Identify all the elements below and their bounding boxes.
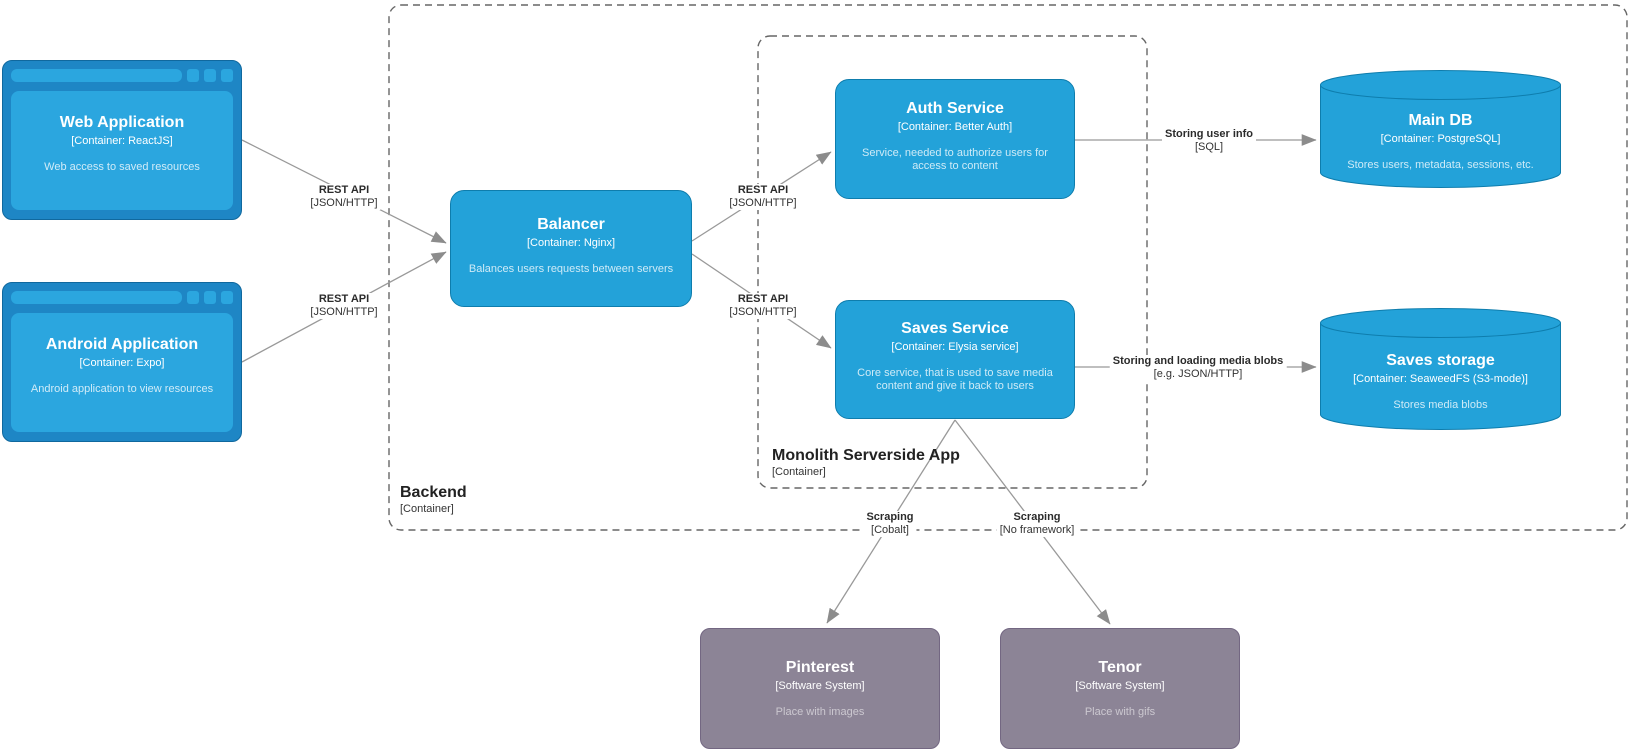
node-title: Android Application bbox=[45, 335, 199, 353]
node-saves-service: Saves Service [Container: Elysia service… bbox=[835, 300, 1075, 419]
edge-label-saves-to-tenor: Scraping [No framework] bbox=[996, 511, 1078, 537]
node-title: Web Application bbox=[59, 113, 185, 131]
node-description: Android application to view resources bbox=[30, 382, 214, 395]
backend-boundary bbox=[388, 4, 1628, 531]
browser-button bbox=[221, 290, 233, 304]
browser-chrome bbox=[11, 290, 233, 304]
node-description: Core service, that is used to save media… bbox=[857, 367, 1053, 392]
node-subtitle: [Software System] bbox=[775, 679, 865, 692]
edge-label-android-to-balancer: REST API [JSON/HTTP] bbox=[307, 293, 381, 319]
node-pinterest: Pinterest [Software System] Place with i… bbox=[700, 628, 940, 749]
edge-label-balancer-to-saves: REST API [JSON/HTTP] bbox=[726, 293, 800, 319]
node-description: Stores media blobs bbox=[1393, 399, 1488, 411]
node-description: Service, needed to authorize users for a… bbox=[862, 146, 1048, 172]
node-title: Main DB bbox=[1408, 112, 1473, 129]
browser-button bbox=[204, 68, 216, 82]
node-description: Web access to saved resources bbox=[44, 160, 200, 173]
node-subtitle: [Container: PostgreSQL] bbox=[1380, 133, 1501, 145]
browser-address-bar bbox=[11, 68, 182, 82]
browser-button bbox=[204, 290, 216, 304]
browser-address-bar bbox=[11, 290, 182, 304]
node-title: Balancer bbox=[537, 215, 605, 233]
node-title: Saves storage bbox=[1386, 352, 1495, 369]
node-subtitle: [Container: Nginx] bbox=[526, 236, 616, 249]
node-subtitle: [Container: Better Auth] bbox=[897, 120, 1013, 133]
edge-label-balancer-to-auth: REST API [JSON/HTTP] bbox=[726, 184, 800, 210]
cylinder-shape bbox=[1320, 70, 1561, 188]
node-title: Auth Service bbox=[906, 99, 1004, 117]
node-tenor: Tenor [Software System] Place with gifs bbox=[1000, 628, 1240, 749]
browser-button bbox=[221, 68, 233, 82]
node-description: Stores users, metadata, sessions, etc. bbox=[1347, 159, 1534, 171]
edge-label-web-to-balancer: REST API [JSON/HTTP] bbox=[307, 184, 381, 210]
backend-boundary-label: Backend [Container] bbox=[400, 484, 467, 515]
node-title: Pinterest bbox=[785, 658, 855, 676]
node-balancer: Balancer [Container: Nginx] Balances use… bbox=[450, 190, 692, 307]
node-title: Tenor bbox=[1098, 658, 1142, 676]
node-saves-storage: Saves storage [Container: SeaweedFS (S3-… bbox=[1320, 308, 1561, 430]
node-subtitle: [Container: Expo] bbox=[79, 356, 165, 369]
node-subtitle: [Software System] bbox=[1075, 679, 1165, 692]
edge-label-saves-to-storage: Storing and loading media blobs [e.g. JS… bbox=[1109, 355, 1287, 381]
browser-button bbox=[187, 68, 199, 82]
node-auth-service: Auth Service [Container: Better Auth] Se… bbox=[835, 79, 1075, 199]
monolith-boundary-label: Monolith Serverside App [Container] bbox=[772, 447, 960, 478]
node-description: Balances users requests between servers bbox=[468, 262, 674, 275]
monolith-boundary bbox=[757, 35, 1148, 489]
node-subtitle: [Container: SeaweedFS (S3-mode)] bbox=[1353, 373, 1528, 385]
browser-chrome bbox=[11, 68, 233, 82]
edge-label-auth-to-maindb: Storing user info [SQL] bbox=[1162, 128, 1256, 154]
node-android-application: Android Application [Container: Expo] An… bbox=[2, 282, 242, 442]
node-title: Saves Service bbox=[901, 320, 1009, 337]
node-description: Place with gifs bbox=[1084, 705, 1156, 718]
node-subtitle: [Container: ReactJS] bbox=[71, 134, 173, 147]
node-subtitle: [Container: Elysia service] bbox=[891, 341, 1019, 353]
edge-label-saves-to-pinterest: Scraping [Cobalt] bbox=[863, 511, 917, 537]
cylinder-shape bbox=[1320, 308, 1561, 430]
node-main-db: Main DB [Container: PostgreSQL] Stores u… bbox=[1320, 70, 1561, 188]
node-description: Place with images bbox=[775, 705, 865, 718]
node-web-application: Web Application [Container: ReactJS] Web… bbox=[2, 60, 242, 220]
browser-button bbox=[187, 290, 199, 304]
